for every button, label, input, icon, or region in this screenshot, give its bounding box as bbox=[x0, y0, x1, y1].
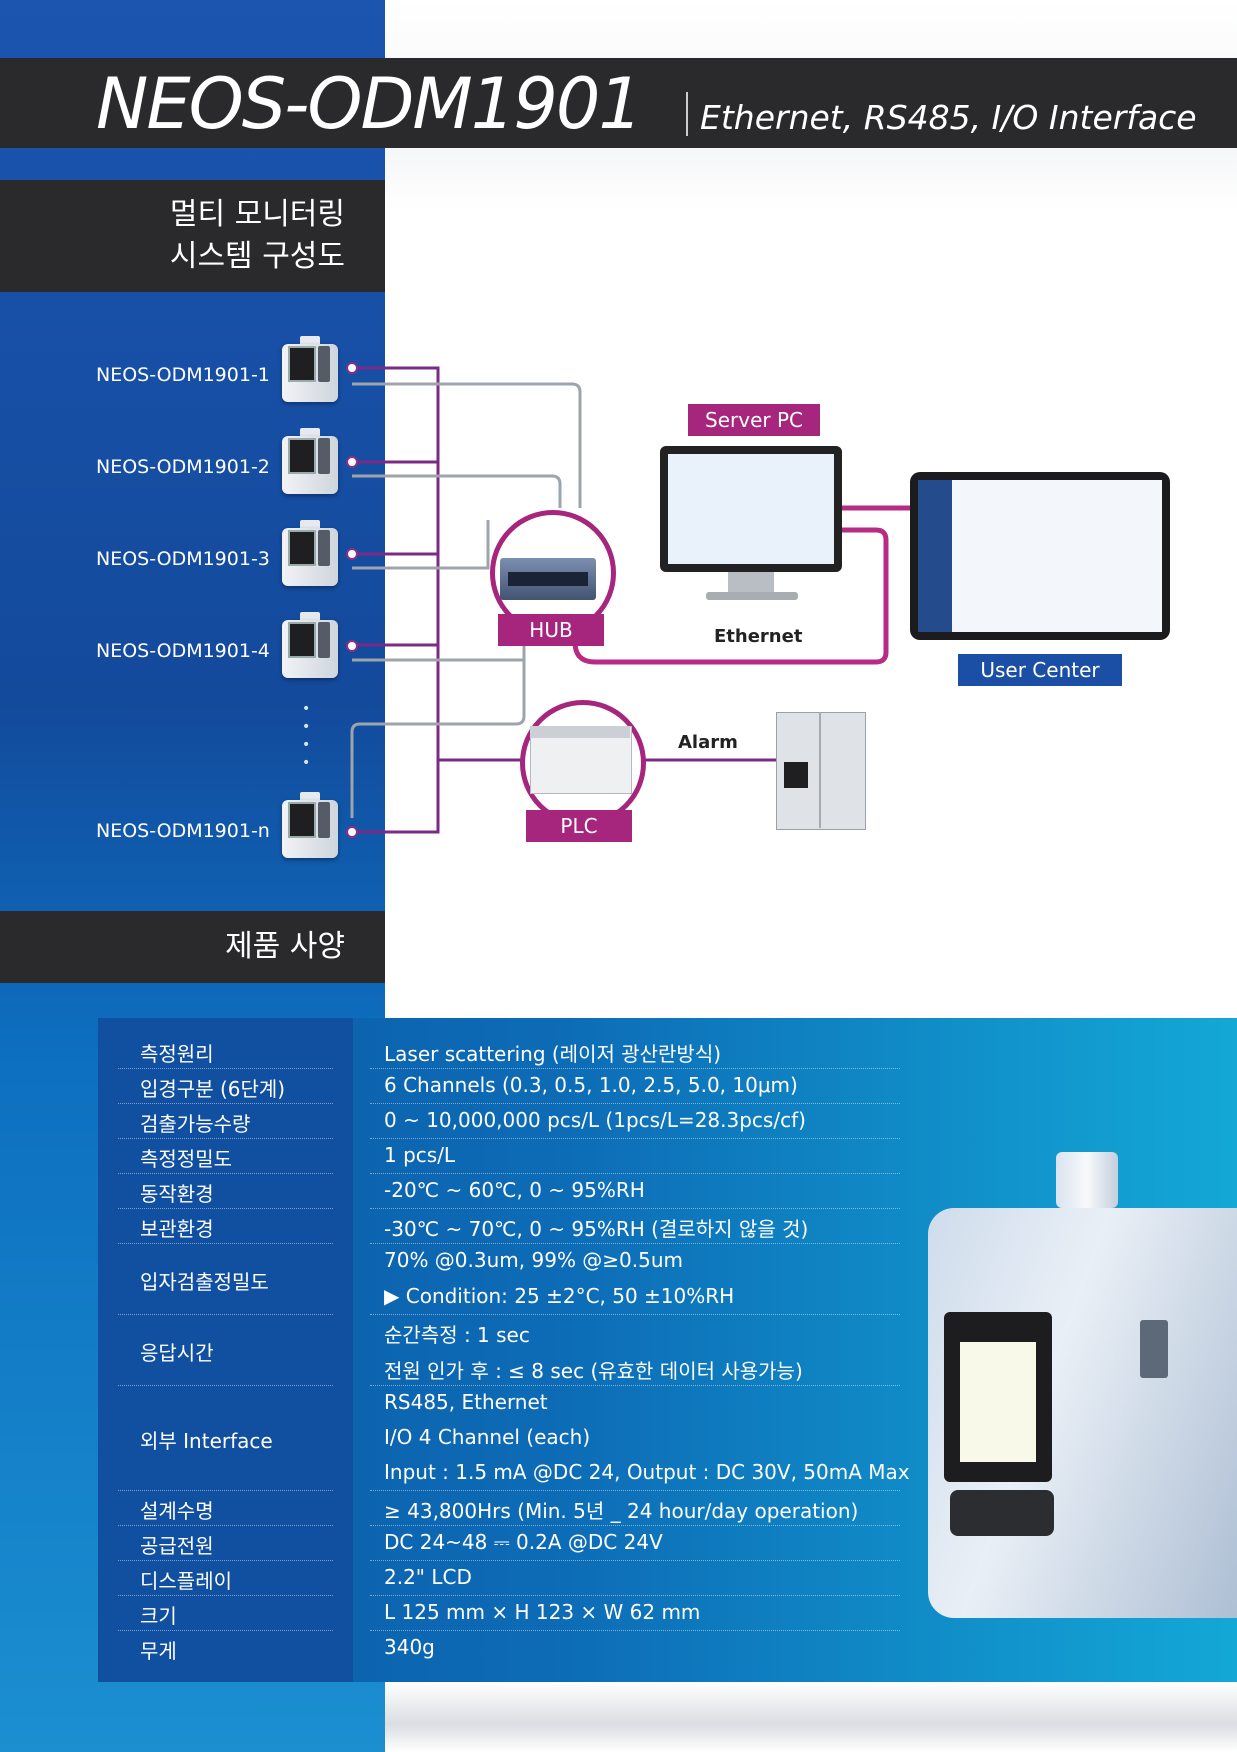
spec-key: 측정원리 bbox=[140, 1042, 214, 1066]
spec-key: 설계수명 bbox=[140, 1499, 214, 1523]
bottom-shadow bbox=[385, 1682, 1237, 1752]
device-icon-2 bbox=[282, 428, 338, 494]
cabinet-divider bbox=[819, 712, 821, 828]
spec-value: Laser scattering (레이저 광산란방식) bbox=[384, 1042, 722, 1066]
plc-terminal-strip bbox=[530, 726, 630, 738]
spec-value: 2.2" LCD bbox=[384, 1565, 472, 1589]
spec-value: 순간측정 : 1 sec bbox=[384, 1323, 530, 1347]
spec-key: 공급전원 bbox=[140, 1534, 214, 1558]
spec-value: 1 pcs/L bbox=[384, 1143, 456, 1167]
connector-dot-3 bbox=[346, 548, 358, 560]
product-title: NEOS-ODM1901 bbox=[96, 63, 643, 145]
device-label-2: NEOS-ODM1901-2 bbox=[96, 456, 270, 478]
server-screen bbox=[668, 454, 834, 564]
spec-value: ≥ 43,800Hrs (Min. 5년 _ 24 hour/day opera… bbox=[384, 1499, 859, 1523]
hub-label: HUB bbox=[498, 614, 604, 646]
spec-key: 보관환경 bbox=[140, 1217, 214, 1241]
spec-value: RS485, Ethernet bbox=[384, 1390, 548, 1414]
product-buttons bbox=[950, 1490, 1054, 1536]
spec-value: ▶ Condition: 25 ±2°C, 50 ±10%RH bbox=[384, 1284, 735, 1308]
spec-value: DC 24~48 ⎓ 0.2A @DC 24V bbox=[384, 1530, 663, 1554]
section-spec-title: 제품 사양 bbox=[225, 929, 345, 964]
hub-ports-icon bbox=[508, 572, 588, 586]
spec-value: 70% @0.3um, 99% @≥0.5um bbox=[384, 1248, 684, 1272]
spec-value: 6 Channels (0.3, 0.5, 1.0, 2.5, 5.0, 10μ… bbox=[384, 1073, 798, 1097]
device-label-3: NEOS-ODM1901-3 bbox=[96, 548, 270, 570]
spec-value: -20℃ ~ 60℃, 0 ~ 95%RH bbox=[384, 1178, 645, 1202]
title-separator bbox=[686, 92, 688, 136]
plc-label: PLC bbox=[526, 810, 632, 842]
spec-value: -30℃ ~ 70℃, 0 ~ 95%RH (결로하지 않을 것) bbox=[384, 1217, 809, 1241]
device-label-4: NEOS-ODM1901-4 bbox=[96, 640, 270, 662]
spec-key: 크기 bbox=[140, 1604, 177, 1628]
device-icon-3 bbox=[282, 520, 338, 586]
user-center-label: User Center bbox=[958, 654, 1122, 686]
section-line2: 시스템 구성도 bbox=[169, 239, 345, 274]
monitor-base bbox=[706, 592, 798, 600]
spec-key-column bbox=[98, 1018, 353, 1682]
product-port bbox=[1140, 1320, 1168, 1378]
connector-dot-2 bbox=[346, 456, 358, 468]
server-pc-label: Server PC bbox=[688, 404, 820, 436]
monitor-stand bbox=[728, 572, 774, 594]
spec-value: 전원 인가 후 : ≤ 8 sec (유효한 데이터 사용가능) bbox=[384, 1359, 803, 1383]
device-icon-4 bbox=[282, 612, 338, 678]
spec-value: 0 ~ 10,000,000 pcs/L (1pcs/L=28.3pcs/cf) bbox=[384, 1108, 806, 1132]
connector-dot-4 bbox=[346, 640, 358, 652]
section-line1: 멀티 모니터링 bbox=[169, 197, 345, 232]
section-spec-label: 제품 사양 bbox=[0, 911, 385, 983]
ellipsis-dots: •••• bbox=[302, 701, 311, 771]
device-icon-n bbox=[282, 792, 338, 858]
header-bar bbox=[0, 58, 1237, 148]
spec-key: 디스플레이 bbox=[140, 1569, 232, 1593]
spec-key: 입자검출정밀도 bbox=[140, 1270, 269, 1294]
spec-value: L 125 mm × H 123 × W 62 mm bbox=[384, 1600, 701, 1624]
alarm-label: Alarm bbox=[678, 732, 738, 753]
spec-value: 340g bbox=[384, 1635, 435, 1659]
device-icon-1 bbox=[282, 336, 338, 402]
cabinet-panel bbox=[784, 762, 808, 788]
spec-key: 무게 bbox=[140, 1639, 177, 1663]
product-subtitle: Ethernet, RS485, I/O Interface bbox=[700, 98, 1197, 137]
user-center-sidebar bbox=[918, 480, 952, 632]
spec-key: 응답시간 bbox=[140, 1341, 214, 1365]
product-lcd bbox=[960, 1342, 1036, 1462]
ethernet-label: Ethernet bbox=[714, 626, 803, 647]
spec-key: 측정정밀도 bbox=[140, 1147, 232, 1171]
user-center-screen bbox=[918, 480, 1162, 632]
spec-key: 입경구분 (6단계) bbox=[140, 1077, 286, 1101]
product-neck bbox=[1056, 1152, 1118, 1208]
connector-dot-n bbox=[346, 826, 358, 838]
section-system-diagram-label: 멀티 모니터링 시스템 구성도 bbox=[0, 180, 385, 292]
connector-dot-1 bbox=[346, 362, 358, 374]
spec-key: 검출가능수량 bbox=[140, 1112, 251, 1136]
device-label-n: NEOS-ODM1901-n bbox=[96, 820, 270, 842]
spec-value: I/O 4 Channel (each) bbox=[384, 1425, 591, 1449]
device-label-1: NEOS-ODM1901-1 bbox=[96, 364, 270, 386]
spec-key: 동작환경 bbox=[140, 1182, 214, 1206]
spec-value: Input : 1.5 mA @DC 24, Output : DC 30V, … bbox=[384, 1460, 910, 1484]
spec-key: 외부 Interface bbox=[140, 1429, 273, 1453]
